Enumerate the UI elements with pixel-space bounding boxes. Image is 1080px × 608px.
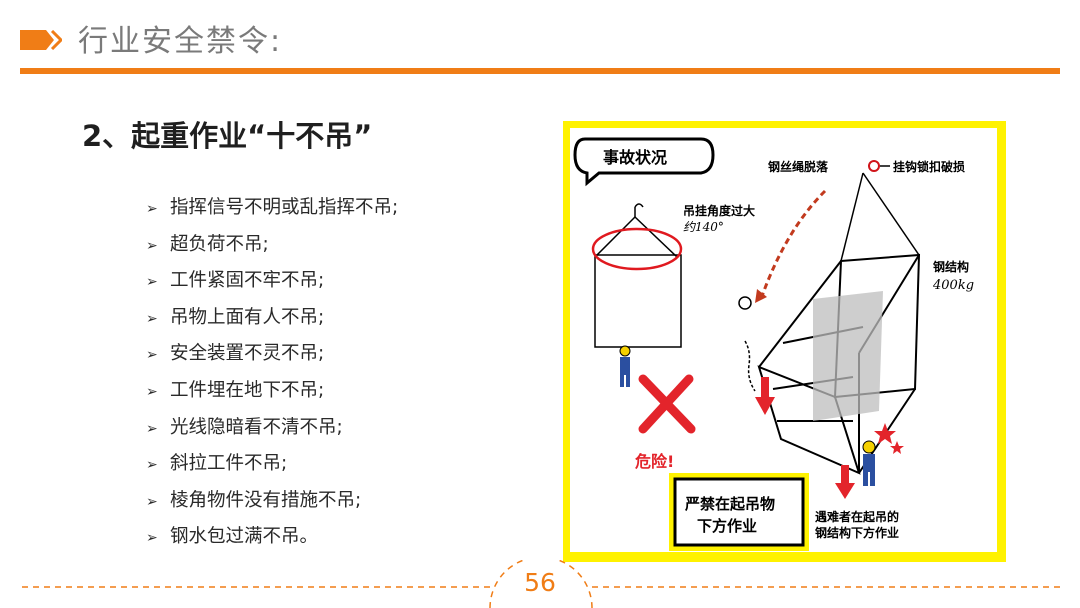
warning-line-2: 下方作业: [697, 517, 757, 535]
impact-stars-icon: [874, 423, 904, 454]
hook-latch-label: 挂钩锁扣破损: [893, 159, 965, 174]
list-item-text: 指挥信号不明或乱指挥不吊;: [170, 197, 399, 218]
bullet-arrow-icon: ➢: [146, 201, 158, 217]
list-item-text: 棱角物件没有措施不吊;: [170, 489, 362, 511]
bullet-arrow-icon: ➢: [146, 420, 158, 437]
list-item: ➢ 超负荷不吊;: [146, 227, 398, 264]
list-item: ➢ 吊物上面有人不吊;: [146, 300, 398, 337]
victim-label-2: 钢结构下方作业: [815, 525, 899, 540]
list-item: ➢ 工件紧固不牢不吊;: [146, 263, 398, 300]
page-number: 56: [524, 568, 556, 597]
hanging-panel: [594, 203, 682, 348]
bullet-arrow-icon: ➢: [146, 530, 158, 547]
danger-label: 危险!: [635, 452, 674, 471]
rules-list: ➢ 指挥信号不明或乱指挥不吊; ➢ 超负荷不吊; ➢ 工件紧固不牢不吊; ➢ 吊物上面有…: [146, 190, 398, 556]
list-item-text: 超负荷不吊;: [170, 233, 269, 255]
incident-bubble: 事故状况: [573, 137, 715, 187]
bullet-arrow-icon: ➢: [146, 457, 158, 474]
title-divider: [20, 68, 1060, 74]
bullet-arrow-icon: ➢: [146, 383, 158, 400]
list-item-text: 光线隐暗看不清不吊;: [170, 416, 343, 438]
angle-highlight-circle: [591, 227, 683, 271]
list-item: ➢ 工件埋在地下不吊;: [146, 373, 398, 410]
footer-divider: [22, 560, 1060, 608]
warning-line-1: 严禁在起吊物: [684, 495, 775, 513]
list-item: ➢ 棱角物件没有措施不吊;: [146, 483, 398, 520]
down-arrow-icon: [835, 465, 855, 499]
list-item-text: 斜拉工件不吊;: [170, 453, 288, 475]
angle-label-2: 约140°: [683, 220, 724, 234]
list-item: ➢ 指挥信号不明或乱指挥不吊;: [146, 190, 398, 227]
list-item-text: 工件埋在地下不吊;: [170, 379, 325, 401]
prohibited-x-icon: [638, 374, 696, 434]
bullet-arrow-icon: ➢: [146, 310, 158, 327]
list-item: ➢ 钢水包过满不吊。: [146, 519, 398, 556]
list-item-text: 钢水包过满不吊。: [170, 526, 319, 548]
list-item: ➢ 光线隐暗看不清不吊;: [146, 410, 398, 447]
slide-title: 行业安全禁令:: [78, 24, 283, 59]
section-heading: 2、起重作业“十不吊”: [82, 119, 373, 153]
worker-left-icon: [619, 345, 631, 387]
list-item: ➢ 斜拉工件不吊;: [146, 446, 398, 483]
down-arrow-icon: [755, 377, 775, 415]
structure-label-2: 400kg: [932, 278, 974, 293]
arrow-chevron-icon: [20, 30, 62, 50]
structure-label-1: 钢结构: [933, 259, 969, 274]
bullet-arrow-icon: ➢: [146, 347, 158, 364]
worker-victim-icon: [862, 440, 876, 486]
accident-illustration: 事故状况 钢丝绳脱落 挂钩锁扣破损 吊挂角度过大 约140° 危险! 严禁在起吊…: [563, 121, 1006, 562]
victim-label-1: 遇难者在起吊的: [815, 509, 899, 524]
bubble-label: 事故状况: [603, 148, 667, 167]
rope-detached-label: 钢丝绳脱落: [768, 159, 829, 174]
falling-path-arrow: [759, 189, 827, 300]
bullet-arrow-icon: ➢: [146, 237, 158, 254]
list-item-text: 吊物上面有人不吊;: [170, 306, 325, 328]
lifting-chains: [738, 172, 920, 392]
bullet-arrow-icon: ➢: [146, 493, 158, 510]
warning-box: [673, 477, 805, 547]
list-item-text: 安全装置不灵不吊;: [170, 343, 325, 365]
list-item: ➢ 安全装置不灵不吊;: [146, 336, 398, 373]
list-item-text: 工件紧固不牢不吊;: [170, 270, 325, 292]
bullet-arrow-icon: ➢: [146, 274, 158, 291]
hook-marker-icon: [868, 160, 880, 172]
angle-label-1: 吊挂角度过大: [683, 203, 755, 218]
steel-plate: [813, 291, 883, 421]
